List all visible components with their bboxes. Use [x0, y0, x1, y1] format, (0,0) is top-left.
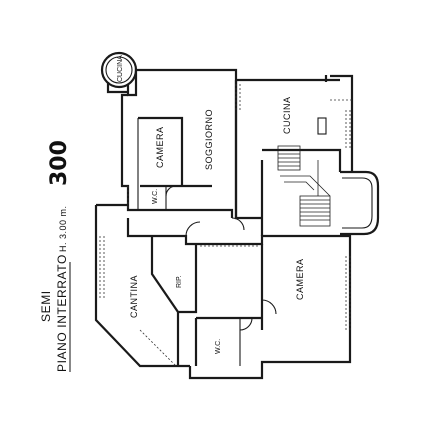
room-soggiorno: SOGGIORNO — [204, 109, 214, 170]
room-labels: CUCINA SOGGIORNO CUCINA CAMERA W.C. CANT… — [117, 55, 305, 354]
appliance — [317, 117, 327, 135]
title-piano-interrato: PIANO INTERRATO — [55, 254, 69, 372]
room-camera-bottom: CAMERA — [295, 258, 305, 300]
room-wc-top: W.C. — [152, 189, 159, 204]
interior-walls — [126, 80, 345, 366]
room-rip: RIP. — [176, 275, 183, 288]
staircase — [277, 145, 331, 227]
room-cucina-small: CUCINA — [117, 55, 124, 82]
title-semi: SEMI — [39, 290, 53, 322]
room-camera-top: CAMERA — [155, 126, 165, 168]
room-cantina: CANTINA — [129, 275, 139, 318]
windows — [99, 84, 352, 367]
doors — [165, 185, 277, 331]
room-wc-bottom: W.C. — [215, 339, 222, 354]
title-block: SEMI PIANO INTERRATO H. 3.00 m. 300 — [39, 140, 72, 372]
title-number: 300 — [47, 140, 72, 186]
title-height: H. 3.00 m. — [58, 205, 68, 252]
room-cucina: CUCINA — [282, 96, 292, 134]
